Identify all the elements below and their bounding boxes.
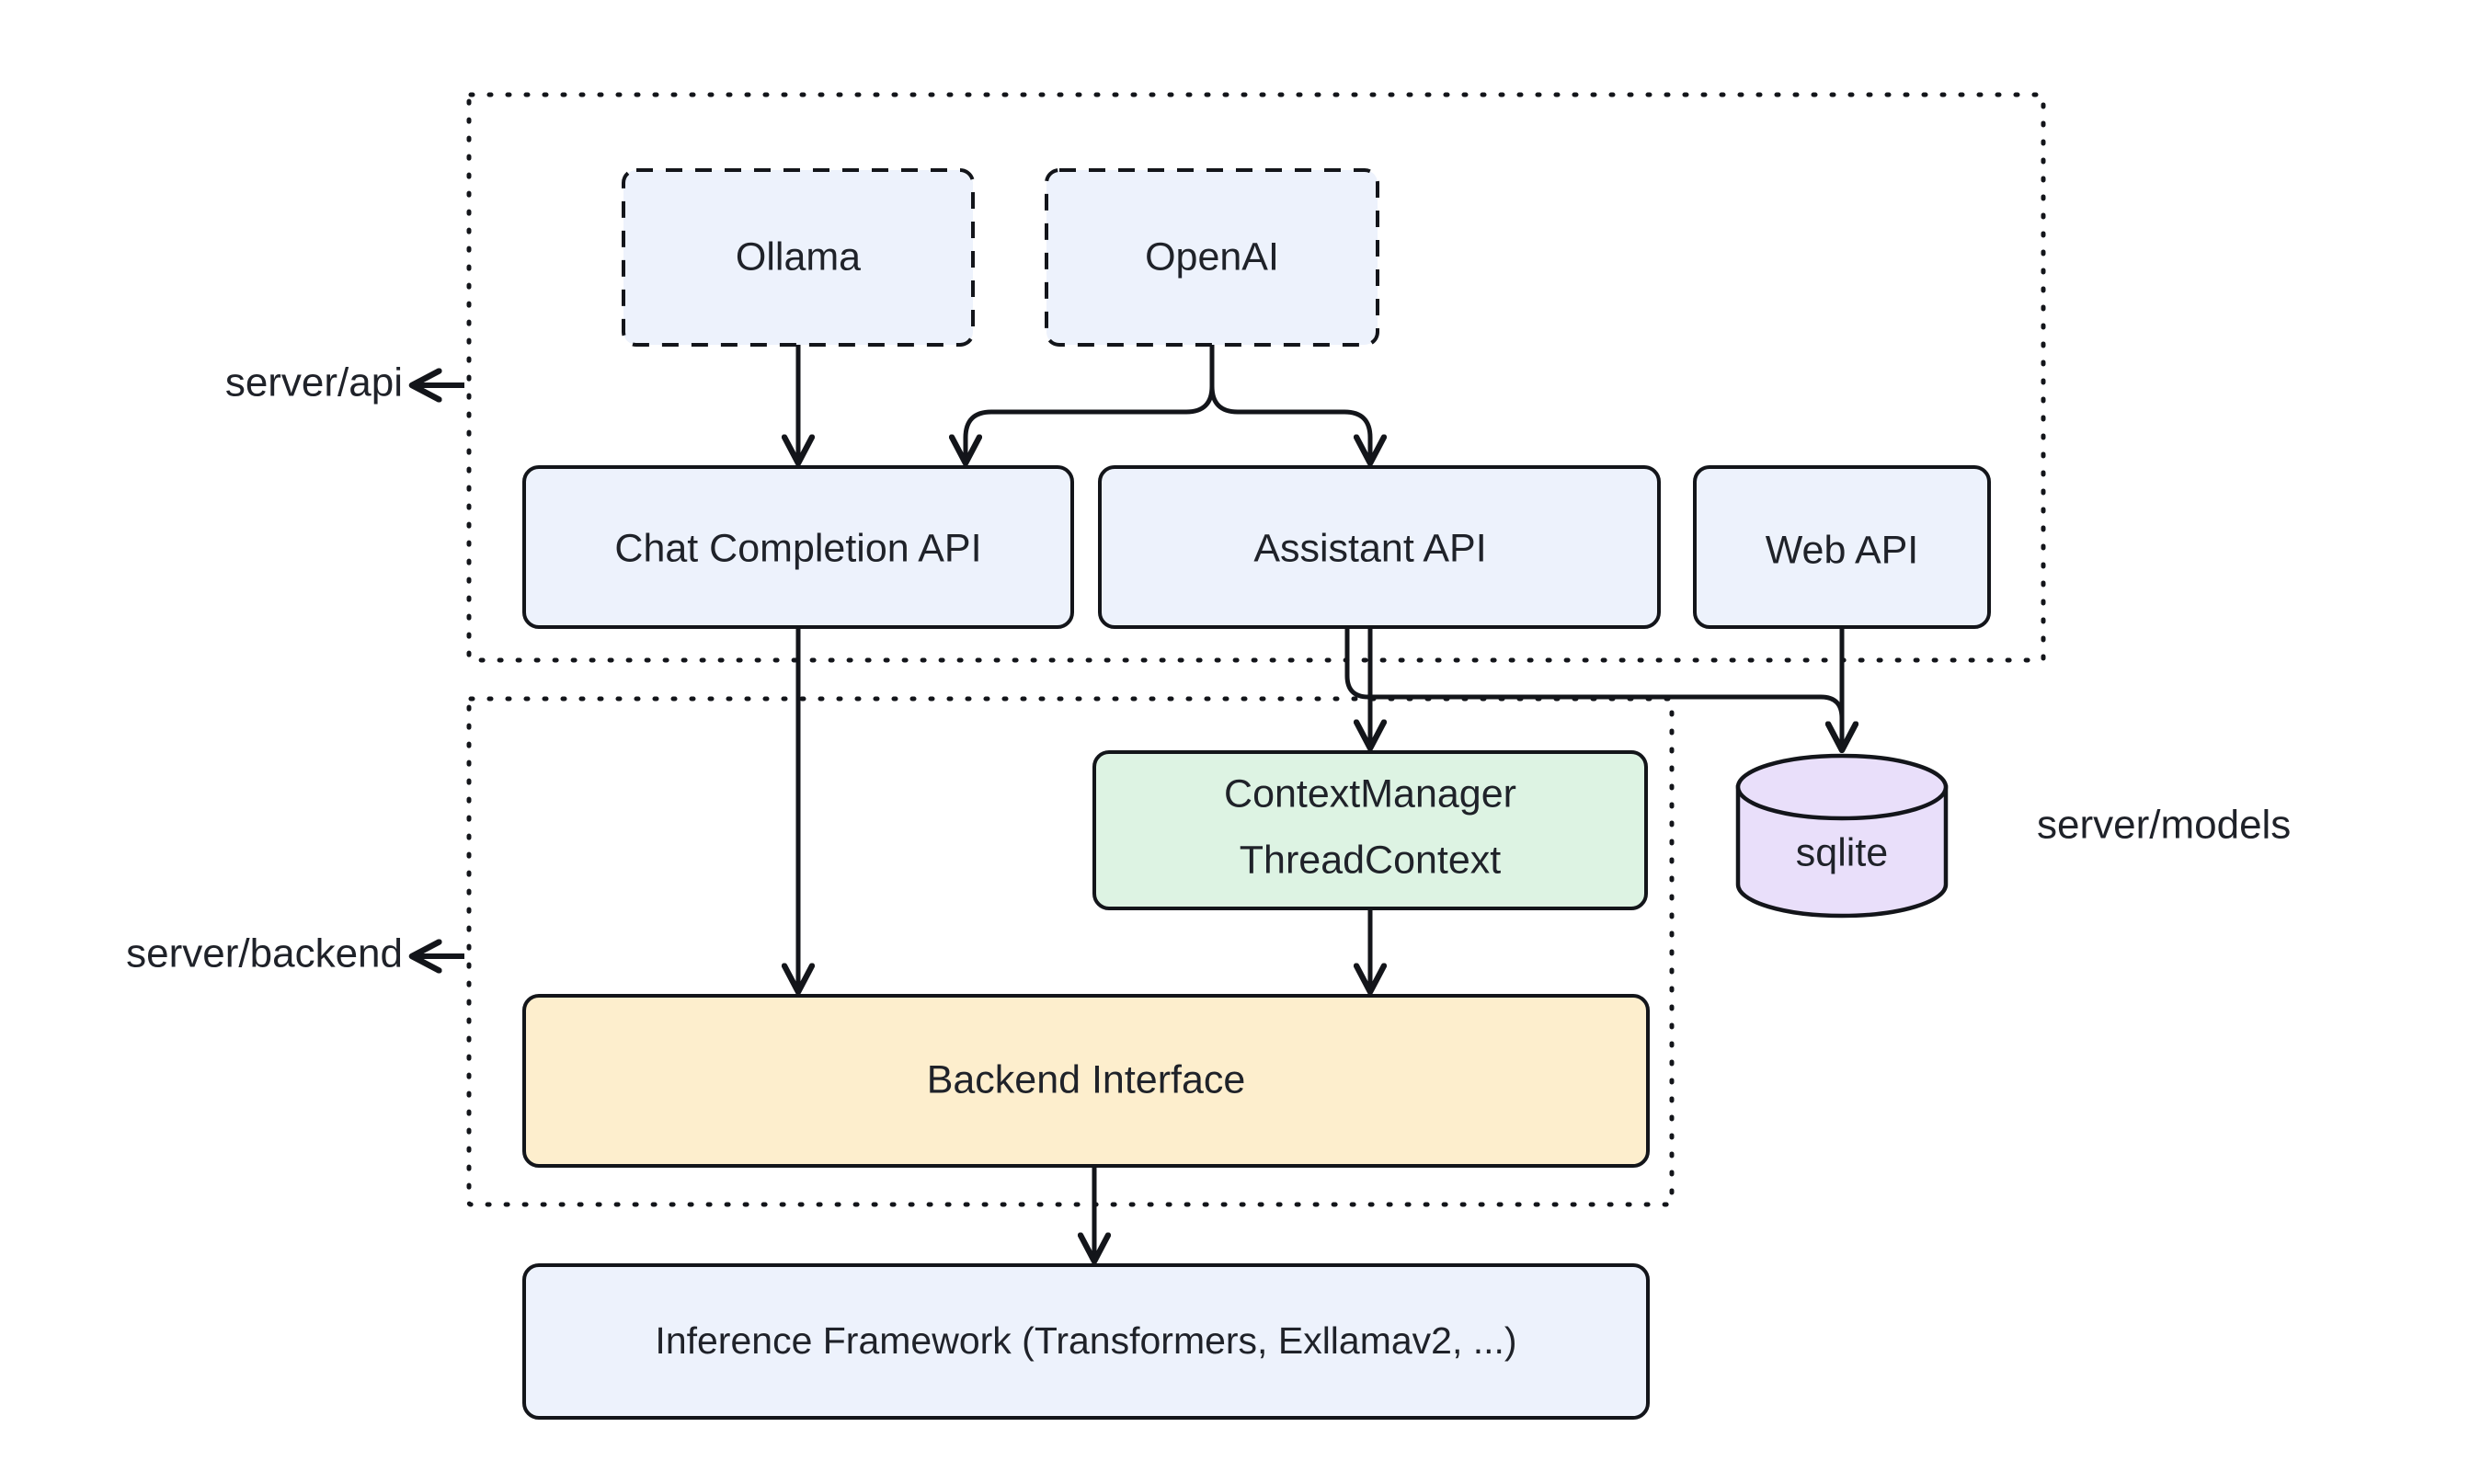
edge-openai-to-chat-completion-api <box>966 345 1215 460</box>
edge-assistant-api-to-sqlite <box>1344 627 1842 747</box>
node-sqlite-label: sqlite <box>1796 830 1888 874</box>
node-chat-completion-api[interactable]: Chat Completion API <box>522 465 1074 629</box>
node-ollama-label: Ollama <box>736 234 861 279</box>
node-backend-interface-label: Backend Interface <box>927 1057 1246 1102</box>
node-ollama[interactable]: Ollama <box>622 168 975 347</box>
node-chat-completion-api-shape <box>522 465 1074 629</box>
node-sqlite[interactable]: sqlite <box>1735 753 1949 919</box>
node-context-manager-label-line2: ThreadContext <box>1240 838 1501 882</box>
group-label-server-backend: server/backend <box>126 931 403 976</box>
node-assistant-api[interactable]: Assistant API <box>1098 465 1661 629</box>
node-inference-framework[interactable]: Inference Framework (Transformers, Exlla… <box>522 1263 1650 1420</box>
edge-openai-to-assistant-api <box>1209 345 1370 460</box>
group-container-server-api <box>466 92 2046 663</box>
node-backend-interface-shape <box>522 994 1650 1168</box>
node-inference-framework-shape <box>522 1263 1650 1420</box>
node-web-api-shape <box>1693 465 1991 629</box>
node-assistant-api-shape <box>1098 465 1661 629</box>
group-container-server-backend <box>466 696 1675 1207</box>
node-openai[interactable]: OpenAI <box>1045 168 1379 347</box>
node-openai-shape <box>1045 168 1379 347</box>
node-context-manager-shape <box>1092 750 1648 910</box>
node-web-api-label: Web API <box>1766 528 1919 572</box>
node-context-manager-label-line1: ContextManager <box>1224 771 1516 816</box>
node-backend-interface[interactable]: Backend Interface <box>522 994 1650 1168</box>
group-label-server-models: server/models <box>2037 803 2291 848</box>
node-chat-completion-api-label: Chat Completion API <box>614 526 981 570</box>
node-assistant-api-label: Assistant API <box>1253 526 1486 570</box>
node-web-api[interactable]: Web API <box>1693 465 1991 629</box>
group-label-server-api: server/api <box>225 360 403 405</box>
node-context-manager[interactable]: ContextManager ThreadContext <box>1092 750 1648 910</box>
node-sqlite-body <box>1735 784 1949 919</box>
node-openai-label: OpenAI <box>1145 234 1279 279</box>
node-ollama-shape <box>622 168 975 347</box>
node-inference-framework-label: Inference Framework (Transformers, Exlla… <box>655 1319 1516 1362</box>
node-sqlite-top <box>1735 753 1949 821</box>
